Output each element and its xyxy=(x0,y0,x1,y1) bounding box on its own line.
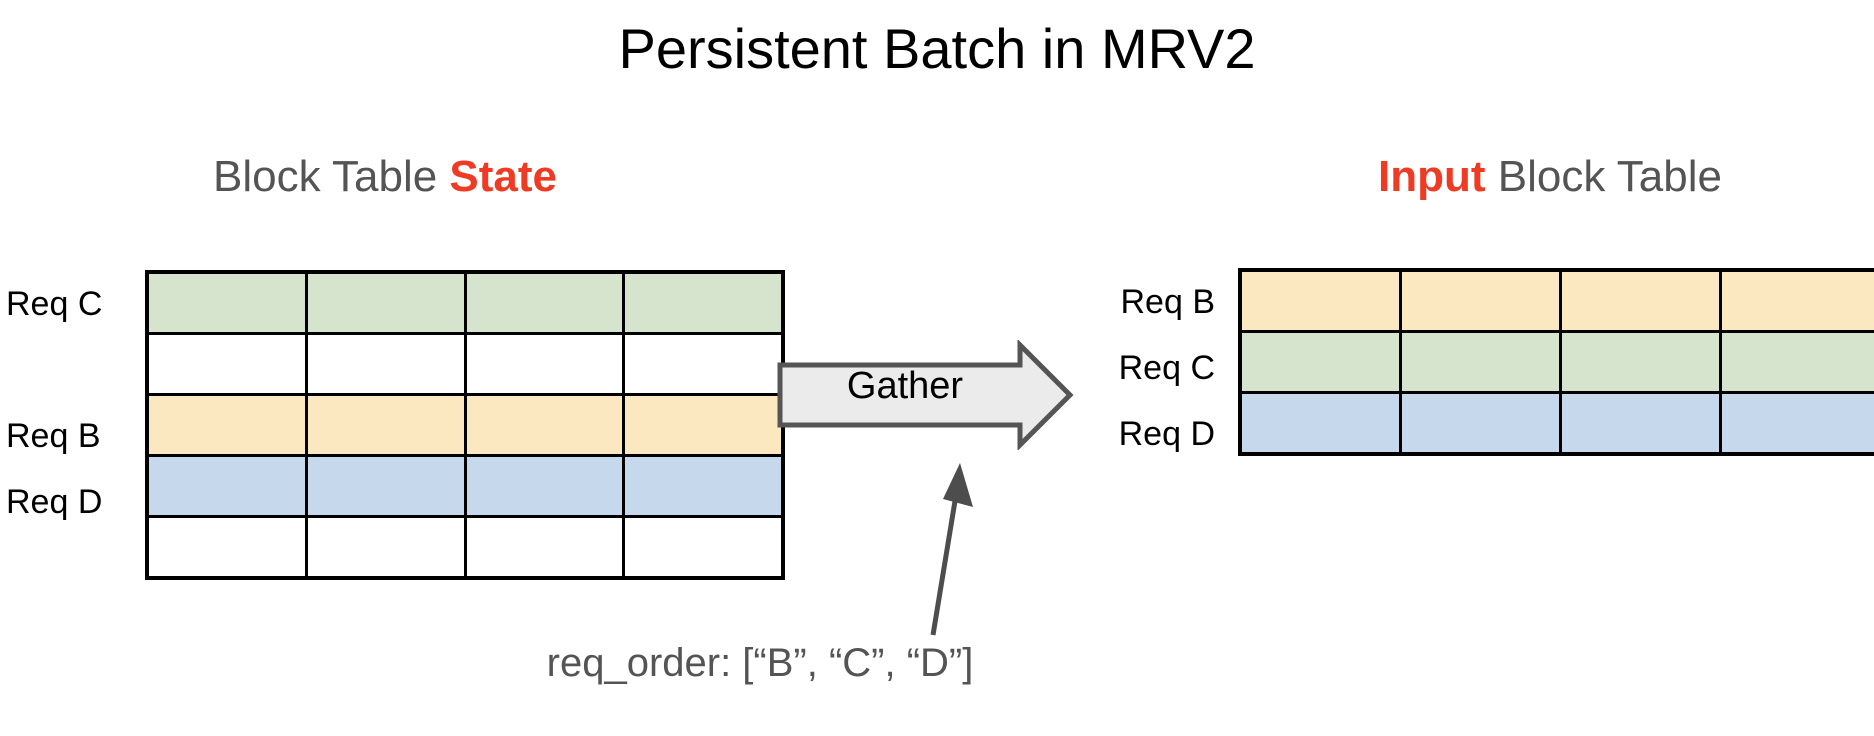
block-table-state-body xyxy=(145,270,785,580)
table-cell xyxy=(1238,391,1402,456)
block-table-state xyxy=(145,270,785,580)
table-cell xyxy=(145,454,308,518)
block-table-input-body xyxy=(1238,268,1874,456)
heading-state-prefix: Block Table xyxy=(212,152,450,201)
table-row xyxy=(1238,391,1874,456)
heading-input-emphasis: Input xyxy=(1378,152,1486,201)
table-cell xyxy=(145,393,308,457)
table-cell xyxy=(622,270,785,335)
table-cell xyxy=(622,454,785,518)
table-row xyxy=(145,270,785,335)
table-cell xyxy=(463,454,626,518)
input-row-label-req-b: Req B xyxy=(1120,283,1216,321)
gather-label: Gather xyxy=(846,365,964,407)
table-row xyxy=(1238,330,1874,394)
table-cell xyxy=(145,515,308,580)
gather-arrow-icon xyxy=(777,340,1074,450)
block-table-state-heading: Block Table State xyxy=(95,151,675,203)
table-cell xyxy=(463,393,626,457)
table-cell xyxy=(622,515,785,580)
input-block-table-heading: Input Block Table xyxy=(1250,151,1850,203)
heading-state-emphasis: State xyxy=(449,152,558,201)
table-cell xyxy=(145,270,308,335)
table-cell xyxy=(1399,330,1562,394)
table-cell xyxy=(304,393,467,457)
table-cell xyxy=(1719,268,1874,333)
input-row-label-req-d: Req D xyxy=(1118,415,1215,453)
input-row-label-req-c: Req C xyxy=(1118,349,1215,387)
gather-arrow-shape xyxy=(777,340,1074,450)
table-cell xyxy=(622,393,785,457)
table-cell xyxy=(1238,330,1402,394)
state-row-label-req-d: Req D xyxy=(6,483,103,521)
table-cell xyxy=(304,454,467,518)
table-cell xyxy=(622,332,785,396)
table-row xyxy=(145,332,785,396)
table-cell xyxy=(463,270,626,335)
state-row-label-req-c: Req C xyxy=(6,285,103,323)
heading-input-suffix: Block Table xyxy=(1485,152,1722,201)
page-title: Persistent Batch in MRV2 xyxy=(618,17,1256,80)
table-row xyxy=(145,454,785,518)
table-cell xyxy=(1559,268,1722,333)
table-cell xyxy=(304,515,467,580)
table-cell xyxy=(304,332,467,396)
table-cell xyxy=(1238,268,1402,333)
pointer-arrow-shaft xyxy=(930,494,959,636)
table-cell xyxy=(1399,268,1562,333)
table-cell xyxy=(463,332,626,396)
table-cell xyxy=(1559,330,1722,394)
req-order-pointer-arrow-icon xyxy=(930,463,973,636)
table-cell xyxy=(304,270,467,335)
block-table-input xyxy=(1238,268,1874,456)
pointer-arrow-head xyxy=(943,463,973,507)
table-cell xyxy=(145,332,308,396)
table-row xyxy=(145,393,785,457)
state-row-label-req-b: Req B xyxy=(6,417,101,455)
table-cell xyxy=(1559,391,1722,456)
table-cell xyxy=(463,515,626,580)
table-row xyxy=(1238,268,1874,333)
table-cell xyxy=(1719,391,1874,456)
table-row xyxy=(145,515,785,580)
table-cell xyxy=(1399,391,1562,456)
req-order-caption: req_order: [“B”, “C”, “D”] xyxy=(546,641,974,685)
table-cell xyxy=(1719,330,1874,394)
